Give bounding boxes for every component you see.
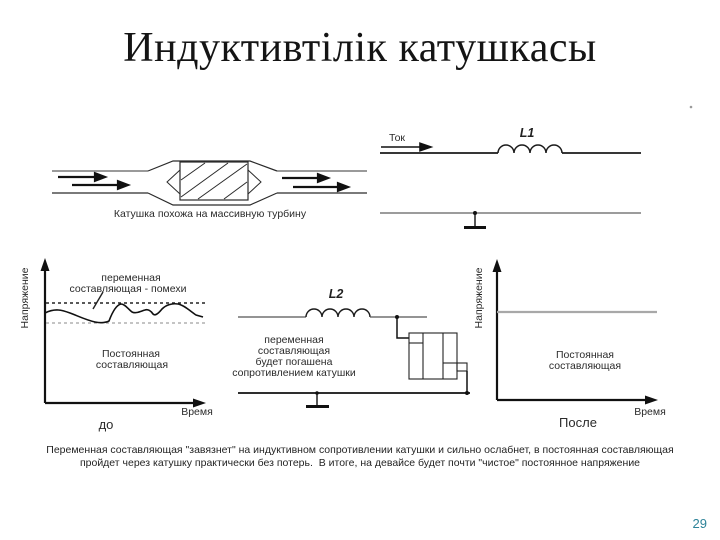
graph-after-xaxis-title: Время xyxy=(634,406,666,418)
mid-note-line1: переменная xyxy=(264,334,323,346)
noisy-voltage-curve xyxy=(44,302,204,324)
graph-before-xaxis-arrow xyxy=(193,398,206,408)
graph-after-xaxis-arrow xyxy=(645,395,658,405)
dc-label-line1: Постоянная xyxy=(102,348,160,360)
circuit-top: Ток L1 xyxy=(380,126,641,229)
wire-to-device xyxy=(396,317,409,339)
page-number: 29 xyxy=(692,516,707,531)
dc-label-line2: составляющая xyxy=(96,359,168,371)
ground-symbol-top xyxy=(464,211,486,229)
graph-after-yaxis-arrow xyxy=(492,259,502,272)
ac-noise-label-line1: переменная xyxy=(101,272,160,284)
turbine-core-rect xyxy=(179,161,249,201)
inductor-l1-label: L1 xyxy=(520,126,535,140)
graph-after: Напряжение Постоянная составляющая Время… xyxy=(473,259,666,430)
device-block xyxy=(408,332,468,380)
turbine-caption: Катушка похожа на массивную турбину xyxy=(114,208,307,220)
inductor-l1-coil xyxy=(497,144,563,154)
after-dc-label-line2: составляющая xyxy=(549,360,621,372)
current-label: Ток xyxy=(389,132,405,144)
footnote-line2: пройдет через катушку практически без по… xyxy=(79,457,641,469)
bulge-top-outline xyxy=(147,160,278,172)
graph-before: Напряжение переменная составляющая - пом… xyxy=(19,258,213,432)
graph-before-caption: до xyxy=(99,417,114,432)
ac-noise-label-line2: составляющая - помехи xyxy=(70,283,187,295)
graph-after-caption: После xyxy=(559,415,597,430)
graph-before-yaxis-arrow xyxy=(40,258,50,271)
turbine-core-hatching xyxy=(180,162,248,200)
mid-note-line3: будет погашена xyxy=(256,356,333,368)
right-chevron xyxy=(247,169,262,195)
graph-before-yaxis-label: Напряжение xyxy=(19,267,31,328)
circuit-mid: L2 переменная со xyxy=(232,287,470,408)
footnote-line1: Переменная составляющая "завязнет" на ин… xyxy=(46,444,674,456)
turbine-sketch: Катушка похожа на массивную турбину xyxy=(52,160,367,220)
graph-after-yaxis-label: Напряжение xyxy=(473,267,485,328)
current-arrow xyxy=(381,142,434,152)
flow-arrows xyxy=(58,171,352,193)
inductor-l2-coil xyxy=(305,308,371,318)
after-dc-label-line1: Постоянная xyxy=(556,349,614,361)
inductor-l2-label: L2 xyxy=(329,287,344,301)
slide-title: Индуктивтілік катушкасы xyxy=(123,25,597,71)
ground-symbol-mid xyxy=(306,391,329,408)
left-chevron xyxy=(166,169,181,195)
bulge-bottom-outline xyxy=(147,192,278,206)
stray-dot xyxy=(689,105,693,109)
graph-before-xaxis-title: Время xyxy=(181,406,213,418)
mid-note-line4: сопротивлением катушки xyxy=(232,367,356,379)
mid-note-line2: составляющая xyxy=(258,345,330,357)
annotation-callout-line xyxy=(92,291,104,310)
